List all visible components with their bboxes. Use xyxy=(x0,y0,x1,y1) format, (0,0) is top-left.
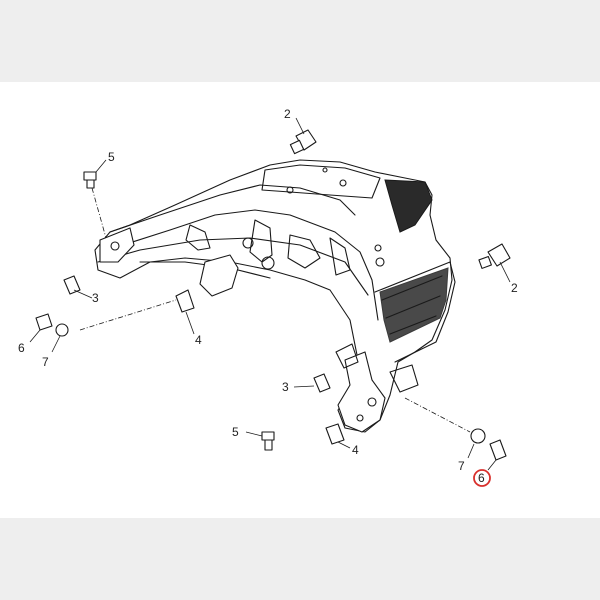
bolt-5-top xyxy=(83,159,107,239)
callout-6-right: 6 xyxy=(478,471,485,485)
clip-nut-3-left xyxy=(63,275,93,299)
callout-2-right: 2 xyxy=(511,281,518,295)
callout-4-left: 4 xyxy=(195,333,202,347)
callout-4-right: 4 xyxy=(352,443,359,457)
callout-2-top: 2 xyxy=(284,107,291,121)
clip-4-left xyxy=(79,289,195,335)
callout-3-right: 3 xyxy=(282,380,289,394)
bolt-collar-right xyxy=(404,397,507,471)
callout-6-left: 6 xyxy=(18,341,25,355)
callout-7-left: 7 xyxy=(42,355,49,369)
turn-signal-top xyxy=(289,117,317,155)
callout-7-right: 7 xyxy=(458,459,465,473)
callout-5-top: 5 xyxy=(108,150,115,164)
bolt-collar-left xyxy=(29,313,69,353)
clip-4-right xyxy=(325,423,351,449)
fender-assembly xyxy=(94,159,456,433)
turn-signal-right xyxy=(478,243,511,283)
callout-3-left: 3 xyxy=(92,291,99,305)
highlight-ring xyxy=(473,469,491,487)
callout-5-bottom: 5 xyxy=(232,425,239,439)
clip-nut-3-right xyxy=(293,373,331,393)
bolt-5-bottom xyxy=(245,431,275,451)
